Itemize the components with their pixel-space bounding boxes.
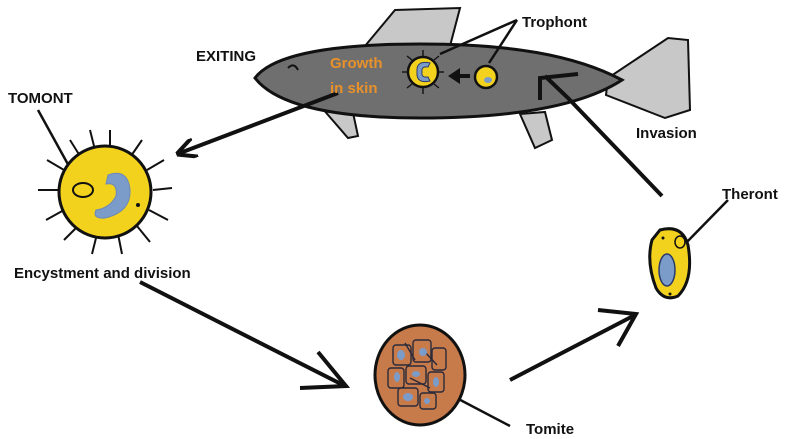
division-arrow	[140, 282, 345, 386]
encystment-label: Encystment and division	[14, 265, 191, 282]
tomite-cyst	[375, 325, 465, 425]
tomont-micronucleus	[73, 183, 93, 197]
trophont-large	[402, 50, 444, 94]
tomite-label: Tomite	[526, 421, 574, 438]
invasion-label: Invasion	[636, 125, 697, 142]
theront-leader	[683, 200, 728, 246]
theront-vacuole	[675, 236, 685, 248]
exiting-label: EXITING	[196, 48, 256, 65]
tomont-label: TOMONT	[8, 90, 73, 107]
theront-label: Theront	[722, 186, 778, 203]
release-arrowhead	[598, 310, 636, 346]
fish-body	[255, 44, 622, 118]
fish-anal-fin	[520, 112, 552, 148]
exiting-arrow	[180, 93, 338, 153]
theront-nucleus	[659, 254, 675, 286]
trophont-label: Trophont	[522, 14, 587, 31]
tomont-leader	[38, 110, 70, 168]
fish	[255, 8, 690, 148]
growth-label: Growth	[330, 55, 383, 72]
in-skin-label: in skin	[330, 80, 378, 97]
release-arrow	[510, 315, 635, 380]
theront-cell	[650, 229, 690, 298]
trophont-small	[475, 66, 497, 88]
